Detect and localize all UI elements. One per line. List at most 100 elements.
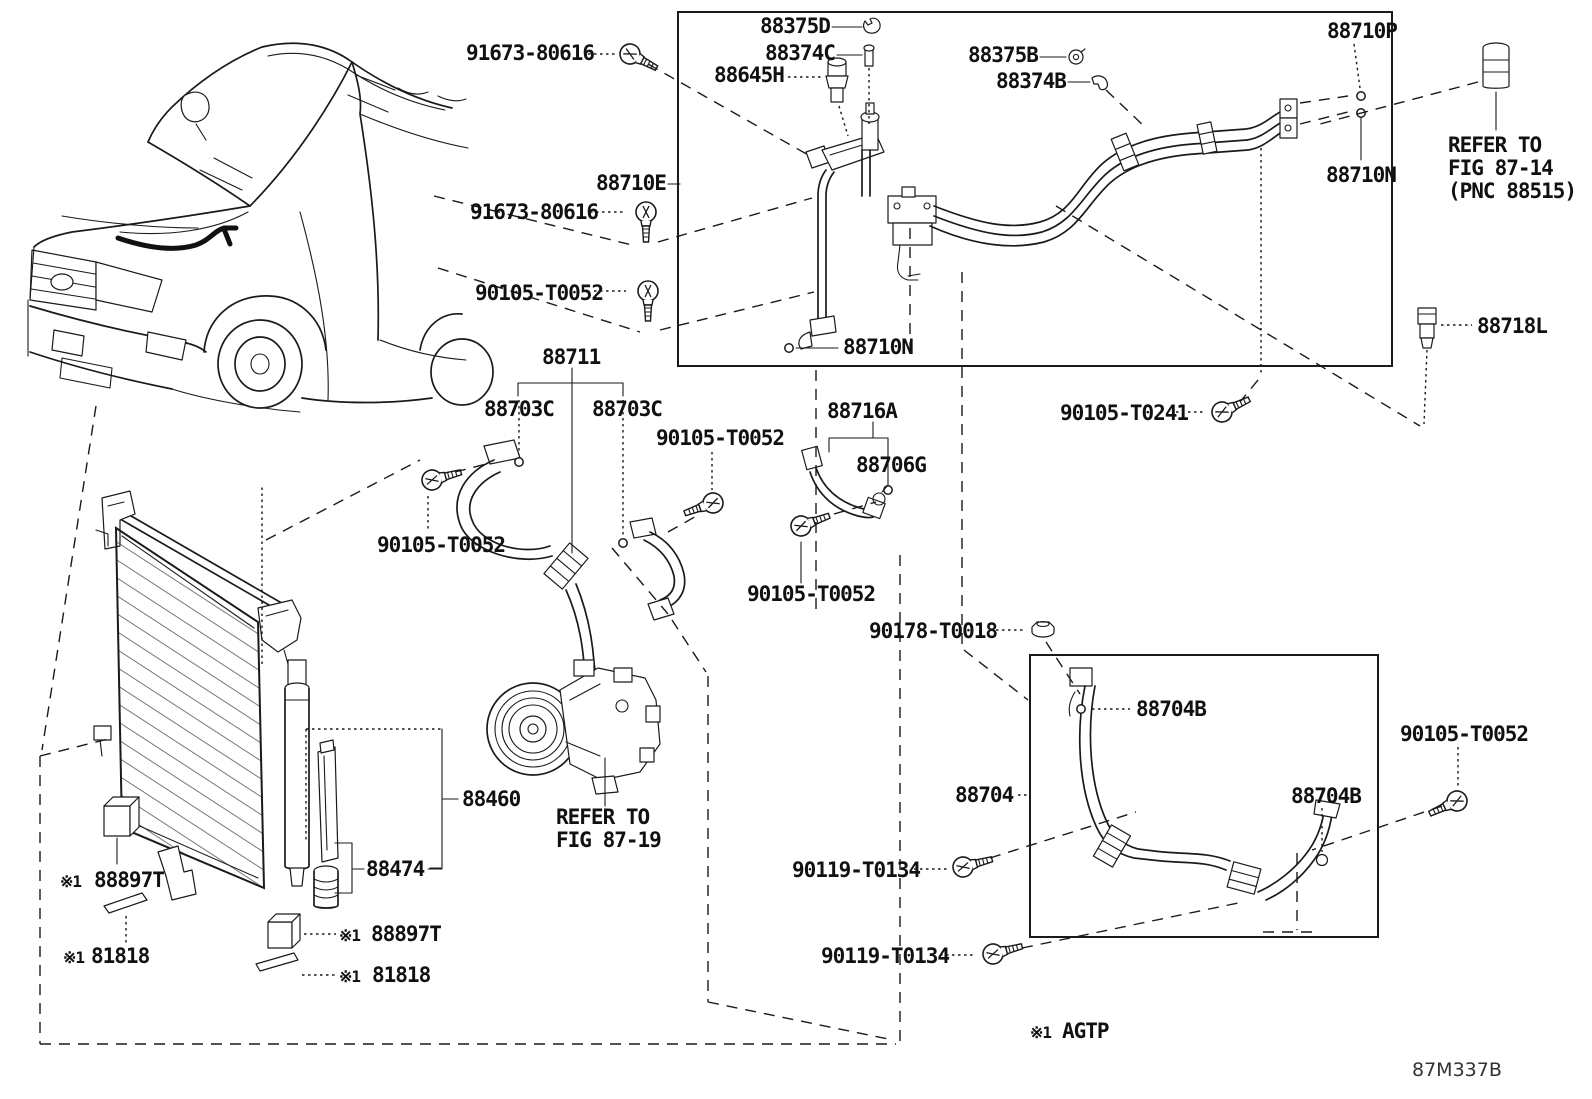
svg-text:88374C[interactable]: 88374C — [765, 41, 836, 65]
callout-88460[interactable]: 88460 — [462, 787, 522, 811]
svg-text:88704B[interactable]: 88704B — [1291, 784, 1362, 808]
screw-icon — [418, 461, 465, 494]
svg-text:91673-80616[interactable]: 91673-80616 — [466, 41, 595, 65]
callouts: 88375D 88374C 88645H 88375B 88374B 88710… — [60, 14, 1548, 987]
clip-icon — [1068, 48, 1086, 65]
packing-block-icon — [267, 913, 336, 949]
cooler-pipe-88710E — [784, 102, 885, 353]
svg-text:90105-T0052[interactable]: 90105-T0052 — [475, 281, 604, 305]
sensor-icon — [825, 57, 849, 103]
svg-text:88718L[interactable]: 88718L — [1477, 314, 1548, 338]
callout-88703C-left[interactable]: 88703C — [484, 397, 555, 421]
callout-88645H[interactable]: 88645H — [714, 63, 824, 87]
svg-text:88704B[interactable]: 88704B — [1136, 697, 1207, 721]
svg-text:88710P[interactable]: 88710P — [1327, 19, 1398, 43]
clip-icon — [863, 44, 875, 67]
callout-88474[interactable]: 88474 — [366, 857, 426, 881]
callout-88706G[interactable]: 88706G — [856, 453, 927, 477]
callout-88375B[interactable]: 88375B — [968, 43, 1067, 67]
svg-text:88704[interactable]: 88704 — [955, 783, 1015, 807]
svg-text:※1[interactable]: ※1 — [63, 948, 85, 967]
callout-88716A[interactable]: 88716A — [827, 399, 899, 493]
svg-text:88897T[interactable]: 88897T — [371, 922, 442, 946]
callout-88704B-lower[interactable]: 88704B — [1291, 784, 1362, 852]
figure-code: 87M337B — [1412, 1059, 1502, 1081]
callout-91673-80616-mid[interactable]: 91673-80616 — [470, 200, 624, 224]
callout-88710E[interactable]: 88710E — [596, 171, 681, 195]
callout-88897T-left[interactable]: ※1 88897T — [60, 868, 165, 892]
callout-88704B-top[interactable]: 88704B — [1092, 697, 1207, 721]
svg-text:※1[interactable]: ※1 — [339, 926, 361, 945]
callout-90105-T0052-below[interactable]: 90105-T0052 — [747, 541, 876, 606]
svg-text:90119-T0134[interactable]: 90119-T0134 — [821, 944, 950, 968]
callout-90178-T0018[interactable]: 90178-T0018 — [869, 619, 1026, 643]
svg-text:81818[interactable]: 81818 — [91, 944, 151, 968]
callout-90119-T0134-upper[interactable]: 90119-T0134 — [792, 858, 948, 882]
ring-target-icon — [618, 538, 628, 548]
liquid-pipe-88716A — [801, 445, 893, 520]
callout-90105-T0241[interactable]: 90105-T0241 — [1060, 401, 1206, 425]
svg-text:88375B[interactable]: 88375B — [968, 43, 1039, 67]
screw-icon — [949, 848, 996, 881]
svg-text:90105-T0052[interactable]: 90105-T0052 — [747, 582, 876, 606]
callout-88374C[interactable]: 88374C — [765, 41, 863, 65]
callout-90105-T0052-hose-left[interactable]: 90105-T0052 — [377, 496, 506, 557]
callout-81818-right[interactable]: ※1 81818 — [339, 963, 432, 987]
svg-text:※1[interactable]: ※1 — [339, 967, 361, 986]
svg-text:91673-80616[interactable]: 91673-80616 — [470, 200, 599, 224]
svg-text:※1[interactable]: ※1 — [60, 872, 82, 891]
svg-text:90105-T0241[interactable]: 90105-T0241 — [1060, 401, 1189, 425]
svg-text:90105-T0052[interactable]: 90105-T0052 — [377, 533, 506, 557]
callout-88718L[interactable]: 88718L — [1441, 314, 1548, 338]
callout-88703C-right[interactable]: 88703C — [592, 397, 663, 421]
ring-target-icon — [514, 457, 524, 467]
screw-icon — [680, 489, 727, 524]
callout-81818-left[interactable]: ※1 81818 — [63, 944, 151, 968]
svg-text:88711[interactable]: 88711 — [542, 345, 602, 369]
svg-text:88460[interactable]: 88460 — [462, 787, 522, 811]
svg-text:88645H[interactable]: 88645H — [714, 63, 785, 87]
svg-text:88375D[interactable]: 88375D — [760, 14, 831, 38]
svg-text:88474[interactable]: 88474 — [366, 857, 426, 881]
callout-90105-T0052-hose-right[interactable]: 90105-T0052 — [656, 426, 785, 490]
svg-text:90119-T0134[interactable]: 90119-T0134 — [792, 858, 921, 882]
callout-90105-T0052-left[interactable]: 90105-T0052 — [475, 281, 626, 305]
callout-88710P[interactable]: 88710P — [1327, 19, 1398, 89]
discharge-hose-88704 — [1068, 667, 1341, 901]
svg-text:88710N[interactable]: 88710N — [1326, 163, 1397, 187]
callout-90119-T0134-lower[interactable]: 90119-T0134 — [821, 944, 976, 968]
callout-88710N-right[interactable]: 88710N — [1326, 117, 1397, 187]
svg-text:88710N[interactable]: 88710N — [843, 335, 914, 359]
expansion-valve-block — [887, 186, 937, 281]
callout-88710N-inbox[interactable]: 88710N — [795, 335, 914, 359]
svg-text:88710E[interactable]: 88710E — [596, 171, 667, 195]
callout-88375D[interactable]: 88375D — [760, 14, 863, 38]
screw-icon — [1207, 389, 1255, 427]
callout-88374B[interactable]: 88374B — [996, 69, 1147, 129]
svg-text:81818[interactable]: 81818 — [372, 963, 432, 987]
svg-text:90105-T0052[interactable]: 90105-T0052 — [1400, 722, 1529, 746]
callout-88897T-right[interactable]: ※1 88897T — [339, 922, 442, 946]
svg-text:88716A[interactable]: 88716A — [827, 399, 899, 423]
callout-90105-T0052-right[interactable]: 90105-T0052 — [1400, 722, 1529, 788]
svg-text:88897T[interactable]: 88897T — [94, 868, 165, 892]
svg-text:88703C[interactable]: 88703C — [484, 397, 555, 421]
svg-text:88703C[interactable]: 88703C — [592, 397, 663, 421]
ring-target-icon — [1315, 853, 1329, 867]
svg-text:90105-T0052[interactable]: 90105-T0052 — [656, 426, 785, 450]
svg-text:90178-T0018[interactable]: 90178-T0018 — [869, 619, 998, 643]
callout-88711[interactable]: 88711 — [517, 345, 624, 554]
callout-91673-80616-upper[interactable]: 91673-80616 — [466, 41, 618, 65]
callout-88704[interactable]: 88704 — [955, 783, 1029, 807]
cooler-pipes-rear — [929, 98, 1298, 247]
nut-icon — [1031, 620, 1055, 638]
svg-text:※1: ※1 — [1030, 1023, 1051, 1042]
svg-text:88706G[interactable]: 88706G — [856, 453, 927, 477]
screw-icon — [979, 935, 1026, 968]
packing-strip-icon — [103, 892, 148, 944]
screw-icon — [637, 280, 659, 322]
clip-icon — [863, 17, 881, 34]
svg-text:88374B[interactable]: 88374B — [996, 69, 1067, 93]
